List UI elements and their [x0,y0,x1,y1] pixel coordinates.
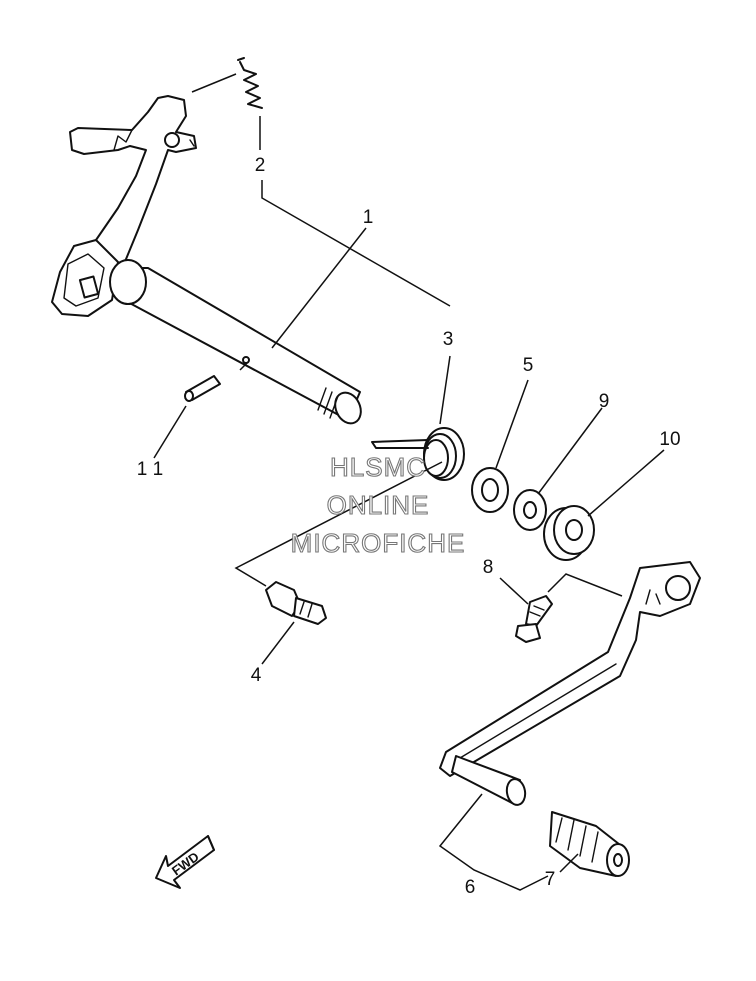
callout-9: 9 [599,391,610,412]
shift-shaft-part [51,95,362,425]
callout-1: 1 [363,207,374,228]
callout-2: 2 [255,155,266,176]
watermark-line-2: ONLINE [327,490,430,520]
callout-labels: 1 2 3 4 5 6 7 8 9 10 1 1 [137,155,681,898]
dowel-pin-part [184,375,221,402]
oil-seal-part [543,505,595,561]
callout-5: 5 [523,355,534,376]
watermark-line-1: HLSMC [330,452,426,482]
callout-3: 3 [443,329,454,350]
watermark: HLSMC ONLINE MICROFICHE [290,451,466,558]
pin-bolt-part [265,581,327,625]
callout-8: 8 [483,557,494,578]
torsion-spring-part [371,427,465,481]
fwd-arrow-icon: FWD [155,835,215,889]
callout-6: 6 [465,877,476,898]
callout-4: 4 [251,665,262,686]
callout-7: 7 [545,869,556,890]
callout-11: 1 1 [137,459,163,480]
bolt-part [515,595,553,643]
callout-10: 10 [659,429,680,450]
watermark-line-3: MICROFICHE [291,528,466,558]
collar-part [471,467,509,513]
washer-part [513,489,547,531]
pedal-rubber-part [549,811,630,877]
return-spring-part [237,57,263,109]
change-pedal-part [439,561,701,806]
leader-lines [153,73,665,891]
